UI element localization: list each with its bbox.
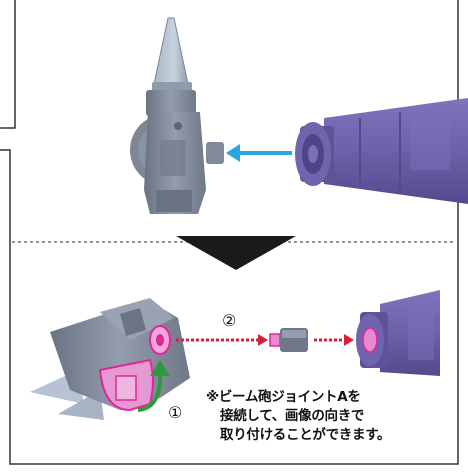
note-line-1: ※ビーム砲ジョイントAを: [206, 389, 361, 405]
beam-cannon-top: [130, 17, 224, 214]
step-2-label: ②: [222, 311, 236, 330]
blue-arrow: [226, 144, 292, 162]
purple-cannon-bottom: [356, 290, 440, 376]
beam-cannon-bottom: [30, 298, 190, 420]
joint-a-part: [269, 328, 308, 352]
step-1-label: ①: [168, 403, 182, 422]
note-line-3: 取り付けることができます。: [220, 427, 391, 443]
purple-cannon-top: [295, 98, 468, 204]
down-arrow: [176, 236, 296, 270]
red-arrow-2: [314, 334, 354, 346]
red-arrow-1: [176, 334, 268, 346]
note-line-2: 接続して、画像の向きで: [220, 408, 365, 424]
green-rotate-arrow: [137, 360, 170, 412]
frame-lines: [0, 0, 459, 465]
assembly-note: ※ビーム砲ジョイントAを 接続して、画像の向きで 取り付けることができます。: [206, 388, 466, 445]
